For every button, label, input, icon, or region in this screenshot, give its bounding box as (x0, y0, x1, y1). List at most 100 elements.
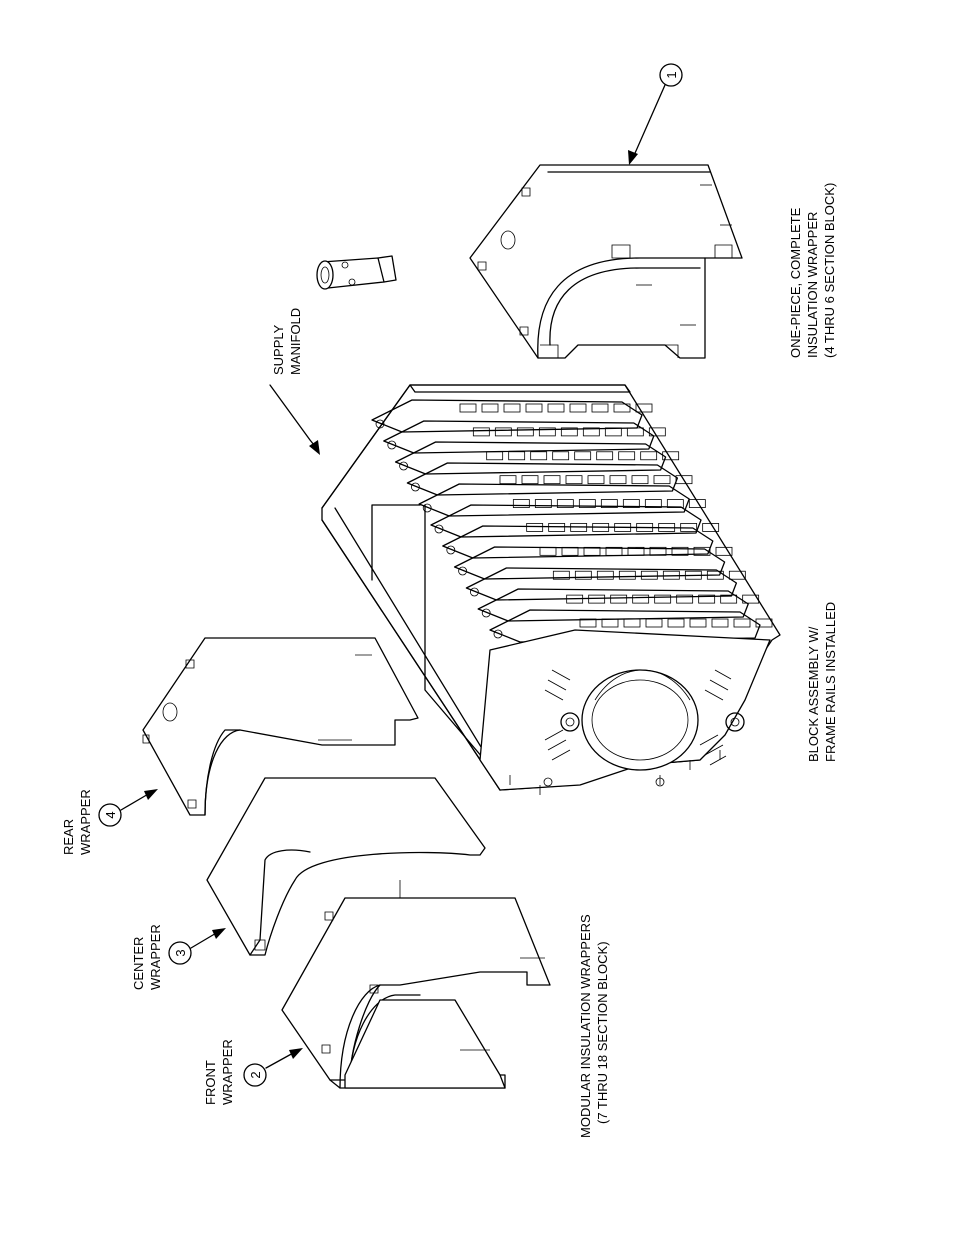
block-section-plate (489, 609, 761, 643)
callout-1-number: 1 (664, 71, 679, 78)
fin-cell (626, 427, 644, 437)
fin-cell (662, 451, 680, 461)
fin-cell (666, 499, 684, 508)
block-section-port (387, 440, 397, 450)
heat-exchanger-fins (459, 403, 773, 628)
fin-cell (600, 499, 618, 508)
modular-wrappers-label-line1: MODULAR INSULATION WRAPPERS (578, 914, 593, 1138)
fin-cell (601, 618, 619, 628)
fin-cell (755, 618, 773, 628)
callout-3: 3 (168, 928, 226, 965)
callout-2: 2 (243, 1048, 303, 1087)
callout-4: 4 (98, 789, 158, 827)
fin-cell (534, 499, 552, 508)
fin-cell (543, 475, 561, 485)
fin-cell (587, 475, 605, 485)
front-wrapper-label-line1: FRONT (203, 1060, 218, 1105)
fin-cell (623, 618, 641, 628)
fin-cell (728, 570, 746, 580)
fin-cell (715, 546, 733, 556)
fin-cell (684, 570, 702, 580)
fin-cell (613, 403, 631, 413)
block-sections (371, 399, 761, 643)
fin-cell (689, 618, 707, 628)
center-wrapper (206, 777, 486, 956)
fin-cell (592, 523, 610, 532)
fin-cell (548, 523, 566, 532)
modular-wrappers-label: MODULAR INSULATION WRAPPERS (7 THRU 18 S… (578, 914, 610, 1138)
fin-cell (720, 594, 738, 604)
fin-cell (574, 570, 592, 580)
fin-cell (570, 523, 588, 532)
supply-manifold-label-line2: MANIFOLD (288, 308, 303, 375)
fin-cell (632, 594, 650, 604)
fin-cell (472, 427, 490, 437)
fin-cell (702, 523, 720, 532)
one-piece-label-line2: INSULATION WRAPPER (805, 212, 820, 358)
fin-cell (635, 403, 653, 413)
fin-cell (649, 546, 667, 556)
callout-1: 1 (628, 63, 683, 165)
fin-cell (516, 427, 534, 437)
supply-manifold-label: SUPPLY MANIFOLD (271, 308, 303, 375)
block-section-port (469, 587, 479, 597)
fin-cell (706, 570, 724, 580)
fin-cell (618, 451, 636, 461)
modular-wrappers-label-line2: (7 THRU 18 SECTION BLOCK) (595, 941, 610, 1124)
fin-cell (693, 546, 711, 556)
fin-cell (588, 594, 606, 604)
fin-cell (566, 594, 584, 604)
fin-cell (618, 570, 636, 580)
callout-3-number: 3 (173, 949, 188, 956)
fin-cell (499, 475, 517, 485)
fin-cell (667, 618, 685, 628)
fin-cell (574, 451, 592, 461)
fin-cell (631, 475, 649, 485)
front-wrapper (281, 897, 551, 1089)
block-section-port (375, 419, 385, 429)
supply-manifold-label-line1: SUPPLY (271, 324, 286, 375)
fin-cell (538, 427, 556, 437)
fin-cell (578, 499, 596, 508)
fin-cell (579, 618, 597, 628)
fin-cell (596, 451, 614, 461)
fin-cell (627, 546, 645, 556)
fin-cell (503, 403, 521, 413)
fin-cell (640, 570, 658, 580)
fin-cell (671, 546, 689, 556)
one-piece-label-line1: ONE-PIECE, COMPLETE (788, 207, 803, 358)
fin-cell (654, 594, 672, 604)
fin-cell (640, 451, 658, 461)
fin-cell (512, 499, 530, 508)
fin-cell (560, 427, 578, 437)
block-assembly-label: BLOCK ASSEMBLY W/ FRAME RAILS INSTALLED (806, 602, 838, 762)
fin-cell (526, 523, 544, 532)
block-section-port (399, 461, 409, 471)
front-wrapper-label-line2: WRAPPER (220, 1039, 235, 1105)
fin-cell (610, 594, 628, 604)
block-section-port (434, 524, 444, 534)
fin-cell (569, 403, 587, 413)
fin-cell (521, 475, 539, 485)
fin-cell (604, 427, 622, 437)
center-wrapper-label-line1: CENTER (131, 937, 146, 990)
callout-4-number: 4 (103, 811, 118, 818)
fin-cell (675, 475, 693, 485)
fin-cell (481, 403, 499, 413)
fin-cell (742, 594, 760, 604)
fin-cell (556, 499, 574, 508)
fin-cell (711, 618, 729, 628)
fin-cell (591, 403, 609, 413)
rear-wrapper-label-line1: REAR (61, 819, 76, 855)
callout-2-number: 2 (248, 1071, 263, 1078)
fin-cell (525, 403, 543, 413)
fin-cell (614, 523, 632, 532)
one-piece-label: ONE-PIECE, COMPLETE INSULATION WRAPPER (… (788, 183, 837, 358)
fin-cell (494, 427, 512, 437)
fin-cell (596, 570, 614, 580)
block-assembly (321, 384, 781, 795)
one-piece-wrapper (469, 164, 743, 359)
fin-cell (508, 451, 526, 461)
fin-cell (530, 451, 548, 461)
